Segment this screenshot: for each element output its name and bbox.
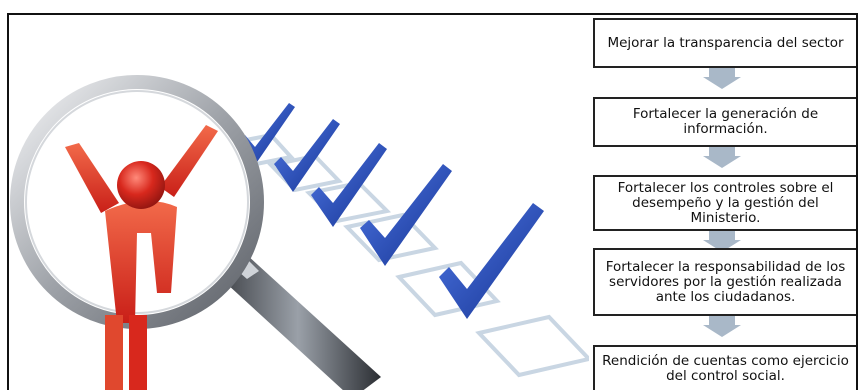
checkbox-row bbox=[227, 132, 589, 378]
diagram-frame: Mejorar la transparencia del sector Fort… bbox=[7, 13, 858, 390]
down-arrow-icon bbox=[703, 230, 741, 252]
checkmark-icon bbox=[239, 103, 295, 165]
down-arrow-icon bbox=[703, 315, 741, 337]
flow-arrows bbox=[703, 67, 741, 337]
checklist-magnifier-illustration bbox=[10, 75, 589, 390]
down-arrow-icon bbox=[703, 67, 741, 89]
flow-step-1: Mejorar la transparencia del sector bbox=[593, 18, 856, 68]
flow-step-5: Rendición de cuentas como ejercicio del … bbox=[593, 345, 856, 390]
down-arrow-icon bbox=[703, 146, 741, 168]
checkbox-6 bbox=[475, 314, 589, 378]
flow-step-3: Fortalecer los controles sobre el desemp… bbox=[593, 175, 856, 231]
person-arms-up-icon bbox=[65, 125, 218, 390]
checkmarks bbox=[239, 103, 544, 319]
checkmark-icon bbox=[439, 203, 544, 319]
checkmark-icon bbox=[360, 164, 452, 266]
flow-step-4: Fortalecer la responsabilidad de los ser… bbox=[593, 248, 856, 316]
magnifier-handle bbox=[215, 255, 381, 390]
checkbox-4 bbox=[343, 212, 439, 263]
checkmark-icon bbox=[311, 143, 387, 227]
flow-step-2: Fortalecer la generación de información. bbox=[593, 97, 856, 147]
checkmark-icon bbox=[274, 119, 340, 192]
checkbox-5 bbox=[395, 260, 501, 318]
